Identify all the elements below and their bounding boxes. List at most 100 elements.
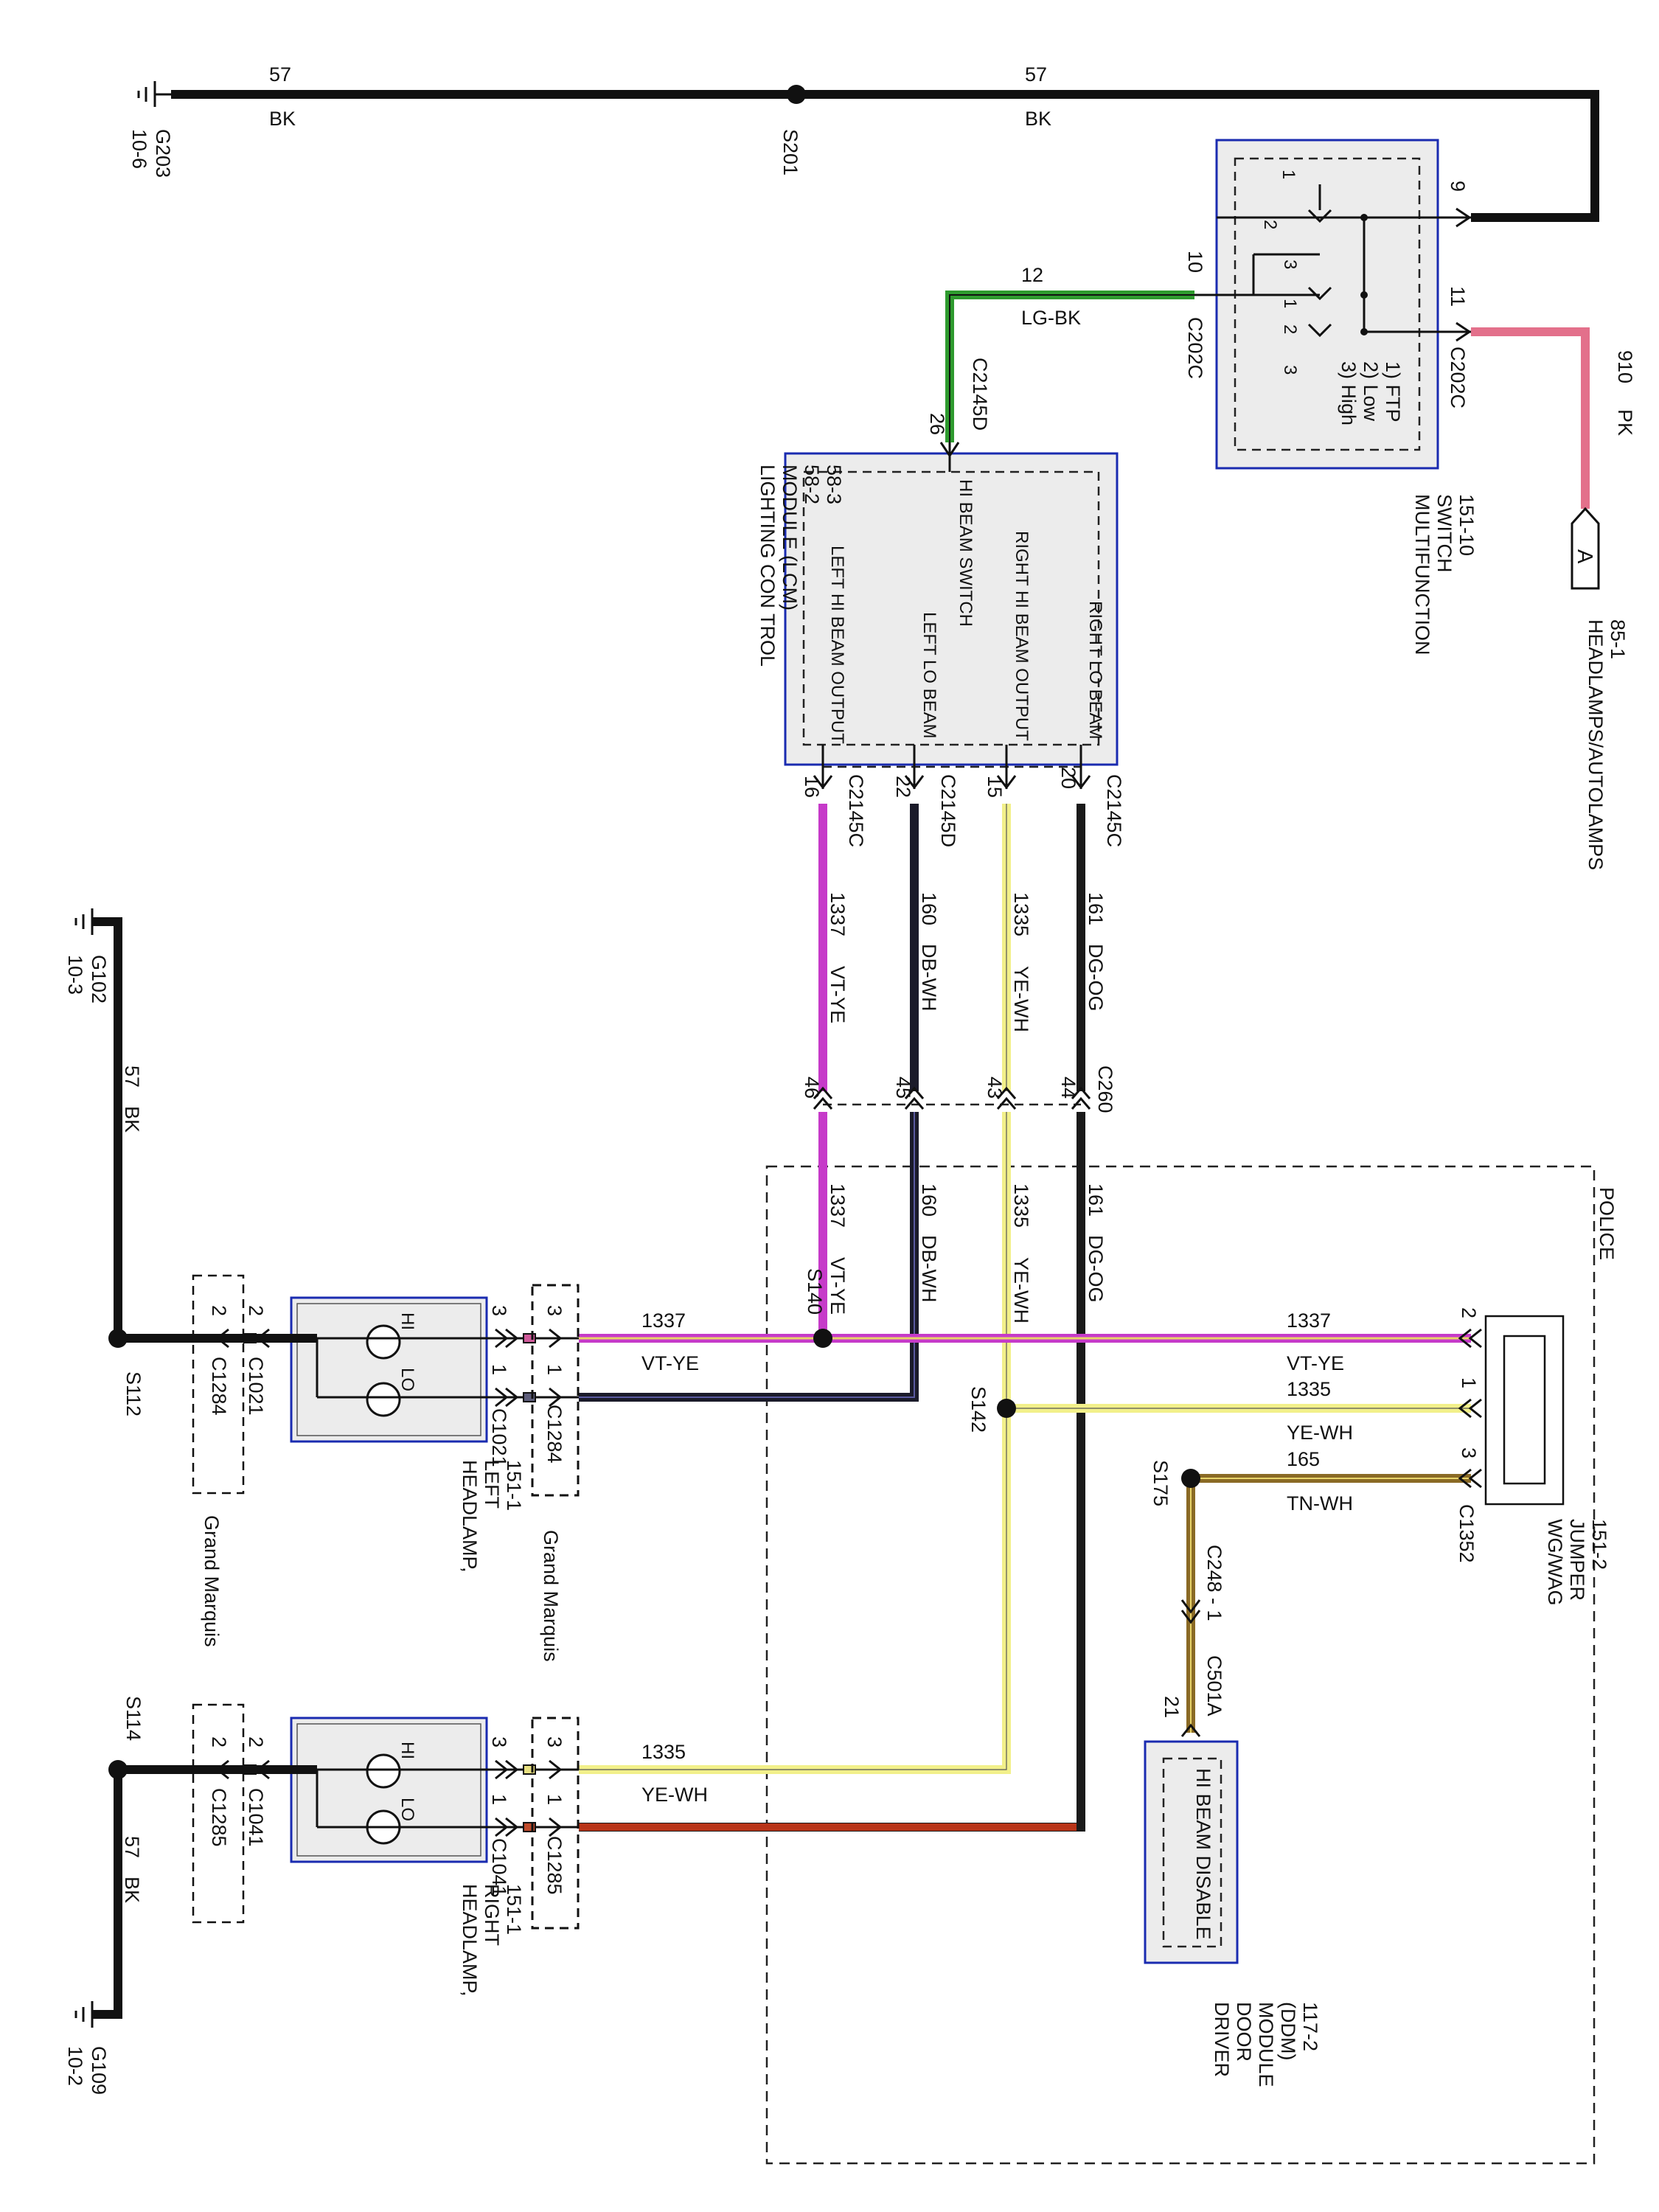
ddm-box — [1144, 1740, 1239, 1964]
wire-top-right-circuit: 57 — [1025, 63, 1047, 86]
msw-internal-3b: 3 — [1280, 365, 1300, 375]
lcm-func-hi-beam-switch: HI BEAM SWITCH — [956, 479, 975, 627]
wire-1335-right-circuit: 1335 — [641, 1741, 686, 1763]
wire-160-circuit-lower: 160 — [918, 1183, 940, 1217]
msw-internal-2a: 2 — [1260, 220, 1280, 229]
wire-1337-h-circuit-left: 1337 — [641, 1310, 686, 1332]
headlamp-left-pin-1b: 1 — [543, 1364, 566, 1375]
msw-legend-2: 2) Low — [1360, 361, 1382, 422]
splice-s140 — [813, 1329, 832, 1348]
wire-1335-color-lower: YE-WH — [1010, 1257, 1032, 1324]
msw-internal-2b: 2 — [1280, 324, 1300, 334]
jumper-pin-2: 2 — [1458, 1307, 1480, 1318]
headlamps-autolamps-flag-letter: A — [1573, 549, 1596, 564]
lcm-box — [784, 442, 1119, 790]
lcm-func-left-lo-beam: LEFT LO BEAM — [919, 612, 939, 739]
lcm-name: LIGHTING CON TROL MODULE (LCM) 58-2 58-3 — [757, 465, 845, 672]
headlamp-left — [118, 1274, 580, 1497]
wire-1335-j-circuit: 1335 — [1287, 1378, 1331, 1400]
multifunction-switch — [1194, 139, 1472, 470]
c501a-label: C501A — [1203, 1655, 1225, 1717]
wire-top-right-color: BK — [1025, 108, 1051, 130]
c260-label: C260 — [1094, 1065, 1116, 1113]
lcm-conn-c2145c-right: C2145C — [1103, 774, 1125, 847]
headlamp-left-pin-2b: 2 — [245, 1305, 267, 1316]
headlamp-right-c1285-right: C1285 — [543, 1836, 566, 1895]
headlamp-right-c1285-left: C1285 — [208, 1788, 230, 1847]
wire-160-color-upper: DB-WH — [918, 944, 940, 1011]
wire-165-color: TN-WH — [1287, 1492, 1353, 1514]
headlamp-right-name: HEADLAMP, RIGHT 151-1 — [459, 1884, 525, 2002]
headlamp-right-hi: HI — [397, 1742, 417, 1759]
g109-ref: 10-2 — [64, 2046, 86, 2086]
wire-57-g102 — [92, 917, 122, 1338]
g109-label: G109 — [88, 2046, 110, 2095]
msw-pin-11: 11 — [1447, 286, 1469, 307]
wire-160-circuit-upper: 160 — [918, 892, 940, 925]
lcm-func-left-hi-beam-output: LEFT HI BEAM OUTPUT — [827, 546, 847, 744]
wire-1337-circuit-upper: 1337 — [827, 892, 849, 936]
lcm-pin-20: 20 — [1057, 767, 1079, 789]
lcm-conn-c2145d-in: C2145D — [969, 358, 991, 431]
g102-ref: 10-3 — [64, 955, 86, 995]
lcm-pin-15: 15 — [984, 776, 1006, 798]
splice-s201 — [787, 85, 806, 104]
msw-internal-1b: 1 — [1280, 299, 1300, 308]
headlamp-left-c1284-right: C1284 — [543, 1405, 566, 1464]
s140-label: S140 — [804, 1268, 826, 1315]
wire-1335-lower — [579, 1112, 1011, 1774]
splice-s112 — [108, 1329, 128, 1348]
jumper-connector: C1352 — [1455, 1504, 1478, 1563]
wire-1337-color-lower: VT-YE — [827, 1257, 849, 1315]
headlamp-left-hi: HI — [397, 1312, 417, 1330]
ddm-pin-21: 21 — [1161, 1696, 1183, 1718]
c260-pin-46: 46 — [801, 1077, 823, 1099]
ground-g109 — [74, 2001, 94, 2028]
wire-1337-circuit-lower: 1337 — [827, 1183, 849, 1228]
jumper-name: WG/WAG JUMPER 151-2 — [1544, 1519, 1610, 1611]
lcm-conn-c2145c-left: C2145C — [845, 774, 867, 847]
ground-g102 — [74, 908, 94, 935]
wire-g102-color: BK — [121, 1106, 143, 1133]
headlamp-right-c1041-right: C1041 — [488, 1838, 510, 1897]
wire-161-color-lower: DG-OG — [1085, 1235, 1107, 1303]
wire-165-circuit: 165 — [1287, 1448, 1320, 1470]
wire-g109-circuit: 57 — [121, 1836, 143, 1858]
wire-161-circuit-upper: 161 — [1085, 892, 1107, 925]
wire-57-g109 — [92, 1770, 122, 2019]
splice-s142 — [997, 1399, 1016, 1418]
msw-internal-1a: 1 — [1279, 170, 1298, 179]
splice-s114 — [108, 1760, 128, 1779]
jumper-box — [1458, 1315, 1565, 1506]
c248-label: C248 - 1 — [1203, 1545, 1225, 1621]
msw-connector-c202c-a: C202C — [1184, 317, 1206, 379]
wire-910-circuit: 910 — [1614, 350, 1636, 383]
wire-1337-h-color-left: VT-YE — [641, 1352, 699, 1374]
msw-internal-3a: 3 — [1280, 260, 1300, 269]
wire-1337-color-upper: VT-YE — [827, 966, 849, 1023]
headlamp-right-pin-3a: 3 — [488, 1736, 510, 1747]
wire-57-top — [171, 90, 1599, 222]
wire-1335-circuit-upper: 1335 — [1010, 892, 1032, 936]
msw-pin-10: 10 — [1184, 251, 1206, 273]
headlamp-right-pin-2a: 2 — [208, 1736, 230, 1747]
lcm-func-right-lo-beam: RIGHT LO BEAM — [1085, 601, 1105, 740]
jumper-pin-1: 1 — [1458, 1377, 1480, 1388]
headlamps-autolamps-name: HEADLAMPS/AUTOLAMPS 85-1 — [1585, 619, 1629, 876]
headlamp-right-lo: LO — [397, 1798, 417, 1821]
police-label: POLICE — [1596, 1187, 1618, 1260]
splice-s175 — [1181, 1469, 1200, 1488]
c260-connector — [813, 1086, 1091, 1110]
wire-161-circuit-lower: 161 — [1085, 1183, 1107, 1217]
wire-12-color: LG-BK — [1021, 307, 1081, 329]
g102-label: G102 — [88, 955, 110, 1004]
lcm-conn-c2145d-out: C2145D — [937, 774, 959, 847]
ddm-name: DRIVER DOOR MODULE (DDM) 117-2 — [1211, 2002, 1321, 2093]
wire-1335-right-color: YE-WH — [641, 1784, 708, 1806]
headlamp-left-pin-2a: 2 — [208, 1305, 230, 1316]
lcm-pin-26: 26 — [926, 413, 948, 435]
grand-marquis-left-outer: Grand Marquis — [201, 1515, 223, 1647]
headlamp-right-pin-1b: 1 — [543, 1794, 566, 1805]
headlamp-left-pin-1a: 1 — [488, 1364, 510, 1375]
